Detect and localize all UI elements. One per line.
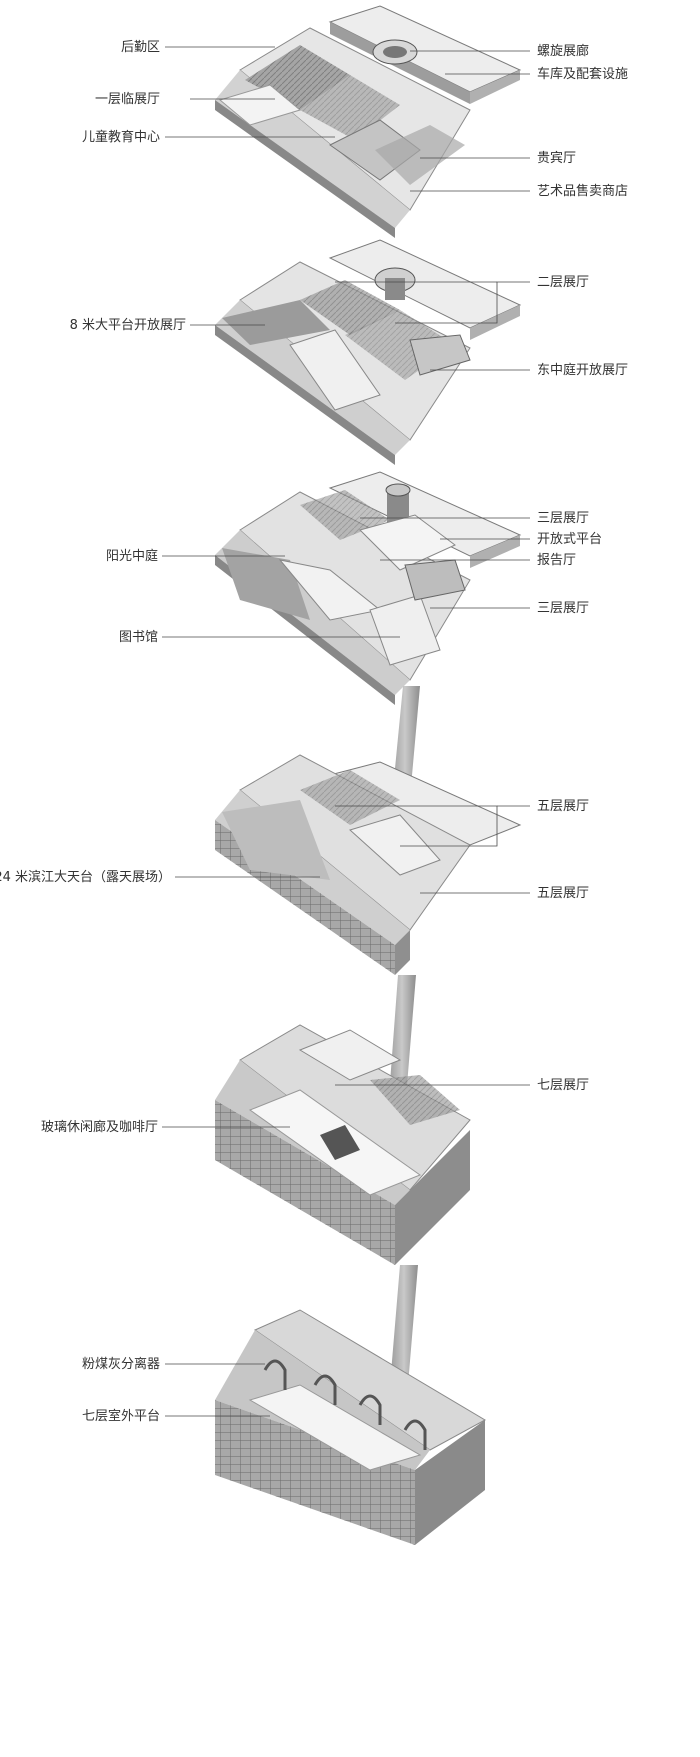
label-logistics: 后勤区 xyxy=(121,40,160,55)
label-fly-ash-separator: 粉煤灰分离器 xyxy=(82,1356,160,1372)
label-lecture-hall: 报告厅 xyxy=(537,553,576,568)
label-library: 图书馆 xyxy=(119,630,158,645)
level-1-model xyxy=(215,5,522,238)
label-open-platform: 开放式平台 xyxy=(537,532,602,547)
level-7-model xyxy=(215,975,471,1265)
level-3-model xyxy=(215,471,522,705)
label-sun-atrium: 阳光中庭 xyxy=(106,548,158,564)
label-glass-lounge-cafe: 玻璃休闲廊及咖啡厅 xyxy=(41,1119,158,1135)
label-garage: 车库及配套设施 xyxy=(537,66,628,82)
label-level3-exhibition-b: 三层展厅 xyxy=(537,601,589,616)
label-children-education: 儿童教育中心 xyxy=(82,129,160,145)
label-art-shop: 艺术品售卖商店 xyxy=(537,183,628,199)
labels-left: 后勤区 一层临展厅 儿童教育中心 8 米大平台开放展厅 阳光中庭 图书馆 24 … xyxy=(0,40,186,1424)
leader-lines xyxy=(162,46,530,1417)
label-spiral-gallery: 螺旋展廊 xyxy=(537,43,589,59)
label-level3-exhibition-a: 三层展厅 xyxy=(537,511,589,526)
label-level7-outdoor-platform: 七层室外平台 xyxy=(82,1408,160,1424)
label-level5-exhibition-a: 五层展厅 xyxy=(537,799,589,814)
label-level5-exhibition-b: 五层展厅 xyxy=(537,886,589,901)
label-east-atrium: 东中庭开放展厅 xyxy=(537,362,628,378)
roof-model xyxy=(215,1265,487,1545)
label-8m-platform: 8 米大平台开放展厅 xyxy=(70,318,186,333)
label-24m-terrace: 24 米滨江大天台（露天展场） xyxy=(0,869,171,885)
level-5-model xyxy=(215,686,522,975)
label-level2-exhibition: 二层展厅 xyxy=(537,275,589,290)
level-2-model xyxy=(215,239,522,465)
labels-right: 螺旋展廊 车库及配套设施 贵宾厅 艺术品售卖商店 二层展厅 东中庭开放展厅 三层… xyxy=(537,43,628,1093)
label-vip-hall: 贵宾厅 xyxy=(537,150,576,166)
label-level7-exhibition: 七层展厅 xyxy=(537,1078,589,1093)
label-level1-temp-exhibition: 一层临展厅 xyxy=(95,92,160,107)
